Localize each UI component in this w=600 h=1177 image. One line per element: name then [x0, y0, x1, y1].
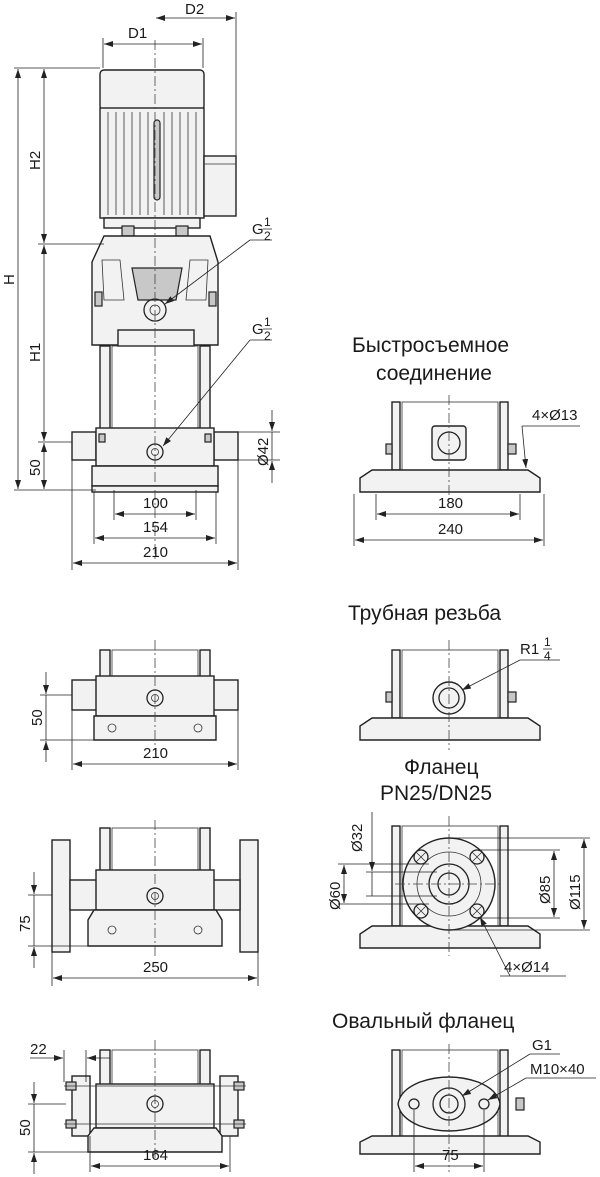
flange-d115-label: Ø115 [567, 874, 584, 910]
oval-offset-label: 22 [30, 1041, 47, 1058]
g-top-frac-den: 2 [264, 229, 271, 243]
oval-flange-title: Овальный фланец [332, 1010, 514, 1033]
d1-label: D1 [128, 25, 147, 42]
main-view: D1 D2 H H2 H1 50 Ø42 G 1 2 [1, 1, 280, 570]
pipe-thread-left-view: 50 210 [29, 640, 239, 770]
flange-holes-label: 4×Ø14 [504, 959, 549, 976]
oval-thread-label: G1 [532, 1037, 552, 1054]
flange-base-height-label: 75 [17, 915, 34, 932]
flange-title-1: Фланец [404, 756, 479, 779]
flange-title-2: PN25/DN25 [380, 782, 492, 805]
base-height-label: 50 [27, 459, 44, 476]
oval-base-height-label: 50 [17, 1119, 34, 1136]
flange-left-view: 75 250 [17, 820, 259, 986]
flange-d85-label: Ø85 [537, 876, 554, 904]
oval-width-label: 164 [143, 1147, 168, 1164]
g-bottom-frac-num: 1 [264, 315, 271, 329]
quick-connect-180-label: 180 [438, 495, 463, 512]
quick-connect-title-1: Быстросъемное [352, 334, 509, 357]
g-top-frac-num: 1 [264, 215, 271, 229]
pipe-thread-title: Трубная резьба [348, 602, 501, 625]
pipe-thread-r-label: R1 [520, 641, 539, 658]
flange-d32-label: Ø32 [349, 824, 366, 852]
width-210-label: 210 [143, 544, 168, 561]
width-154-label: 154 [143, 519, 168, 536]
g-bottom-label: G [252, 321, 264, 338]
d2-label: D2 [185, 1, 204, 18]
quick-connect-view: Быстросъемное соединение 4×Ø13 180 240 [352, 334, 580, 546]
pipe-thread-frac-num: 1 [544, 635, 551, 649]
motor [99, 69, 237, 237]
pipe-thread-base-height-label: 50 [29, 709, 46, 726]
quick-connect-title-2: соединение [376, 362, 492, 385]
oval-bolt-label: M10×40 [530, 1061, 585, 1078]
oval-flange-right-view: Овальный фланец G1 M10×40 75 [332, 1010, 596, 1172]
width-100-label: 100 [143, 495, 168, 512]
oval-w75-label: 75 [442, 1147, 459, 1164]
pipe-thread-frac-den: 4 [544, 649, 551, 663]
h1-label: H1 [27, 343, 44, 362]
flange-right-view: Фланец PN25/DN25 Ø32 Ø60 [327, 756, 590, 977]
port-diameter-label: Ø42 [255, 438, 272, 466]
h2-label: H2 [27, 151, 44, 170]
oval-flange-left-view: 22 50 164 [17, 1040, 246, 1174]
quick-connect-240-label: 240 [438, 521, 463, 538]
quick-connect-holes-label: 4×Ø13 [532, 407, 577, 424]
pipe-thread-width-label: 210 [143, 745, 168, 762]
g-top-label: G [252, 221, 264, 238]
flange-width-label: 250 [143, 959, 168, 976]
pipe-thread-right-view: Трубная резьба R1 1 4 [348, 602, 560, 750]
h-label: H [1, 274, 18, 285]
g-bottom-frac-den: 2 [264, 329, 271, 343]
pump-head [91, 235, 219, 347]
flange-d60-label: Ø60 [327, 882, 344, 910]
